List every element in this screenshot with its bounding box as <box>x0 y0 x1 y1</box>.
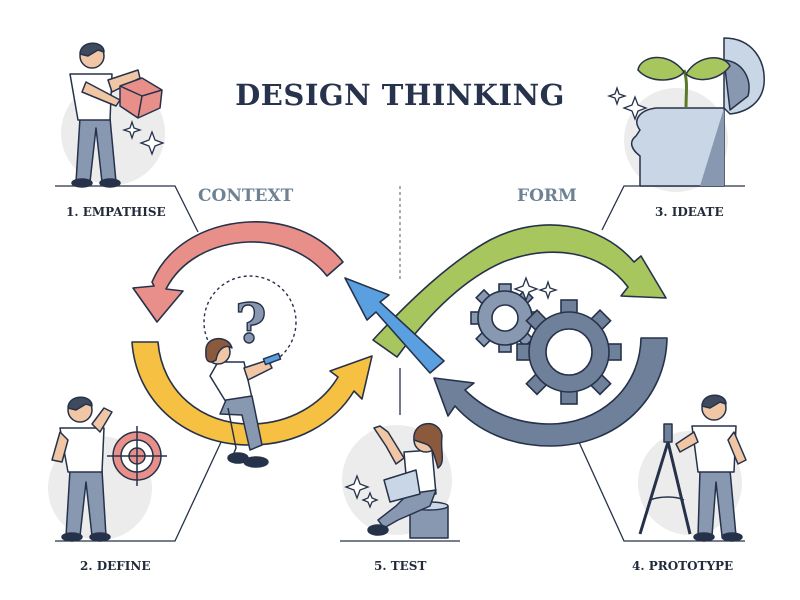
empathise-leader-line <box>55 185 199 233</box>
prototype-person-compass-icon <box>638 394 747 542</box>
context-section-label: CONTEXT <box>198 186 294 206</box>
step-define-label: 2. DEFINE <box>80 559 151 573</box>
define-person-target-icon <box>51 396 167 542</box>
orange-loop-arrow <box>131 341 373 446</box>
ideate-head-plant-icon <box>630 37 765 187</box>
form-section-label: FORM <box>517 186 577 206</box>
leader-lines <box>55 185 745 542</box>
step-test-label: 5. TEST <box>374 559 427 573</box>
red-loop-arrow <box>132 221 344 323</box>
sparkle-icons <box>121 85 648 509</box>
step-prototype-label: 4. PROTOTYPE <box>632 559 734 573</box>
svg-text:?: ? <box>235 291 267 355</box>
green-loop-arrow <box>372 224 667 358</box>
diagram-title: DESIGN THINKING <box>235 78 565 112</box>
gears-icon <box>470 283 622 405</box>
empathise-person-cube-icon <box>69 42 163 188</box>
thinking-woman-figure <box>205 338 282 468</box>
step-ideate-label: 3. IDEATE <box>655 205 724 219</box>
slate-loop-arrow <box>433 337 668 447</box>
blue-center-arrow <box>344 277 445 374</box>
step-empathise-label: 1. EMPATHISE <box>66 205 166 219</box>
test-person-laptop-icon <box>367 422 449 539</box>
